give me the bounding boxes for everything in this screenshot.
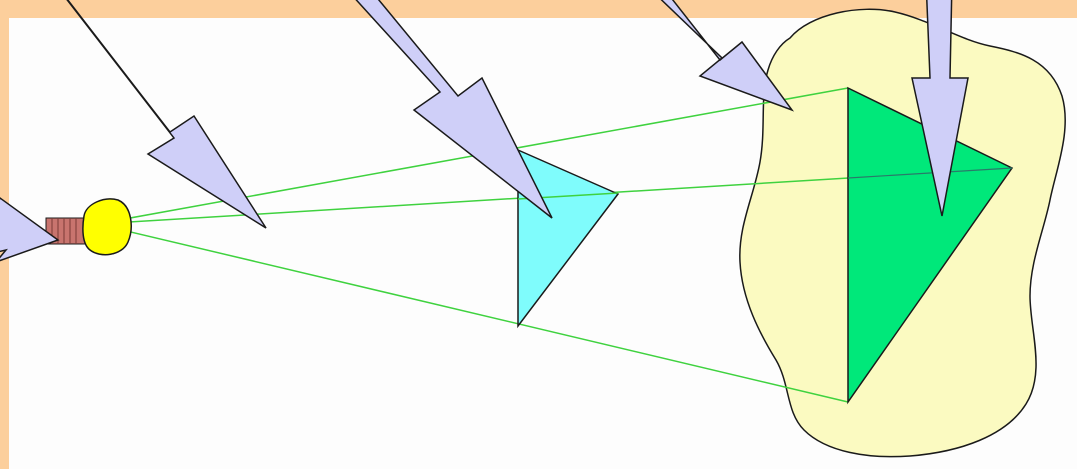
callout-arrow-icon	[320, 0, 552, 218]
light-bulb-icon	[46, 199, 131, 255]
light-ray-bottom	[97, 224, 848, 402]
bulb-glass	[83, 199, 131, 255]
callout-arrow-icon	[40, 0, 266, 228]
callout-arrow-icon	[620, 0, 792, 110]
object-triangle	[518, 150, 618, 326]
